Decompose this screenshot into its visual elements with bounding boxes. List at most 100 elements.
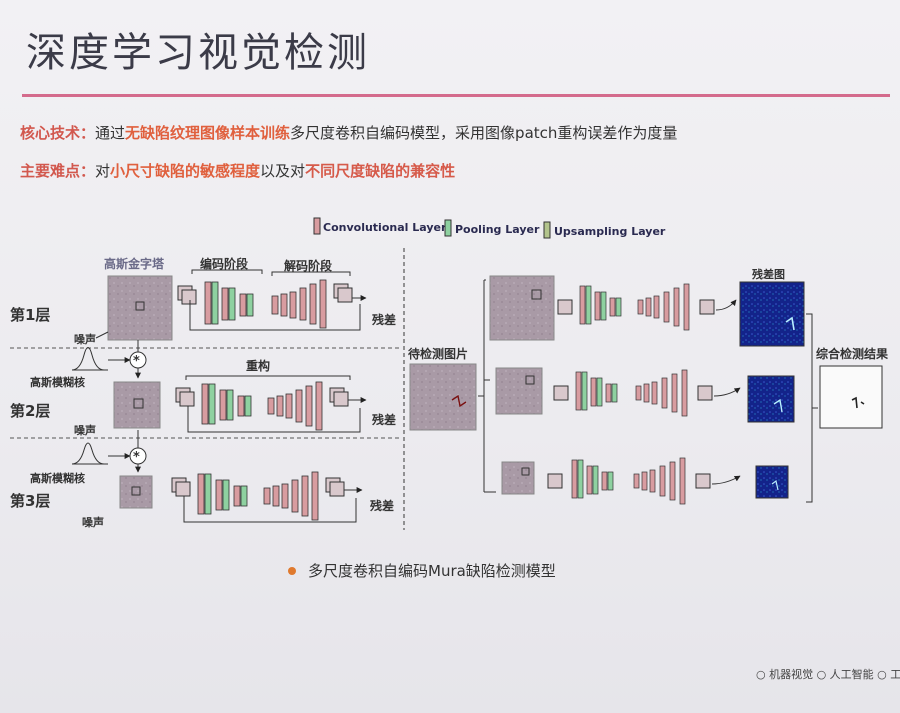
layer3-input-patch-2 <box>175 481 191 497</box>
legend-conv-label: Convolutional Layer <box>323 221 447 234</box>
layer2-image <box>113 381 161 429</box>
branch1-l5 <box>609 297 616 317</box>
model-diagram: Convolutional Layer Pooling Layer Upsamp… <box>10 217 888 530</box>
layer2-dconv-5 <box>305 385 313 427</box>
layer3-dconv-2 <box>272 485 280 507</box>
branch2-l1 <box>575 371 582 411</box>
caption-bullet-icon <box>288 566 296 575</box>
layer3-decoder <box>263 471 319 521</box>
branch3-l8 <box>641 471 648 491</box>
layer1-noise-label: 噪声 <box>74 332 96 346</box>
legend-pool-swatch <box>444 219 452 237</box>
branch3-in-patch <box>547 473 563 489</box>
branch1-l11 <box>673 287 680 327</box>
branch2-patch <box>525 375 535 385</box>
branch3-l6 <box>607 471 614 491</box>
layer2-dconv-2 <box>276 395 284 417</box>
branch3-l11 <box>669 461 676 501</box>
layer1-pool-1 <box>211 281 219 325</box>
layer1-dconv-4 <box>299 287 307 321</box>
difficulty-label: 主要难点： <box>20 162 96 180</box>
branch2-l10 <box>661 377 668 409</box>
branch3-arrow <box>711 475 741 485</box>
branch1-arrow <box>715 299 737 311</box>
result-image <box>819 365 883 429</box>
layer3-conv-1 <box>197 473 205 515</box>
branch3-l4 <box>592 465 599 495</box>
encode-label: 编码阶段 <box>199 256 249 271</box>
branch2-l4 <box>596 377 603 407</box>
layer1-conv-3 <box>239 293 247 317</box>
layer2-input-patch-2 <box>179 391 195 407</box>
branch1-l1 <box>579 285 586 325</box>
branch2-arrow <box>713 387 741 397</box>
branch2-residual-image <box>747 375 795 423</box>
layer2-pool-3 <box>244 395 252 417</box>
layer2-dconv-4 <box>295 389 303 423</box>
branch1-out-patch <box>699 299 715 315</box>
legend-up-label: Upsampling Layer <box>554 225 666 238</box>
layer3-output-patch-2 <box>329 481 345 497</box>
layer3-dconv-3 <box>281 483 289 509</box>
branch2-network <box>575 369 688 417</box>
input-branch-lines <box>478 279 496 493</box>
branch2-l6 <box>611 383 618 403</box>
title-divider <box>22 94 890 97</box>
core-tech-line: 核心技术：通过无缺陷纹理图像样本训练多尺度卷积自编码模型，采用图像patch重构… <box>20 122 677 143</box>
branch2-l3 <box>590 377 597 407</box>
input-defect-mark <box>451 394 467 408</box>
layer3-pool-2 <box>222 479 230 511</box>
layer1-skip-line <box>189 300 361 331</box>
branch2-l9 <box>651 381 658 405</box>
layer2-skip-line <box>187 406 361 433</box>
branch2-in-patch <box>553 385 569 401</box>
branch2-l8 <box>643 383 650 403</box>
branch2-l2 <box>581 371 588 411</box>
branch1-residual-mark <box>785 316 795 331</box>
layer3-pool-1 <box>204 473 212 515</box>
decode-label: 解码阶段 <box>284 258 333 273</box>
layer2-noise-label: 噪声 <box>74 423 96 437</box>
result-label: 综合检测结果 <box>816 346 888 361</box>
branch2-l12 <box>681 369 688 417</box>
layer3-conv-3 <box>233 485 241 507</box>
branch1-l12 <box>683 283 690 331</box>
branch3-l10 <box>659 465 666 497</box>
reconstruct-bracket <box>185 375 351 380</box>
decode-bracket <box>271 271 351 276</box>
branch3-l2 <box>577 459 584 499</box>
branch2-out-patch <box>697 385 713 401</box>
reconstruct-label: 重构 <box>246 358 270 373</box>
core-tech-label: 核心技术： <box>20 124 96 142</box>
branch1-l7 <box>637 299 644 315</box>
branch3-network <box>571 457 686 505</box>
branch3-l12 <box>679 457 686 505</box>
layer2-conv-2 <box>219 389 227 421</box>
branch1-network <box>579 283 690 331</box>
branch3-residual-image <box>755 465 789 499</box>
layer1-decoder <box>271 279 327 329</box>
branch2-l5 <box>605 383 612 403</box>
legend-pool-label: Pooling Layer <box>455 223 540 236</box>
legend-up-swatch <box>543 221 551 239</box>
branch3-patch <box>521 467 530 476</box>
layer2-residual-label: 残差 <box>372 412 396 427</box>
branch3-l1 <box>571 459 578 499</box>
branch2-residual-mark <box>773 398 783 413</box>
legend-conv-swatch <box>313 217 321 235</box>
layer2-conv-3 <box>237 395 245 417</box>
input-image <box>409 363 477 431</box>
branch1-patch <box>531 289 542 300</box>
layer2-label: 第2层 <box>10 402 50 420</box>
layer2-patch <box>133 398 144 409</box>
branch1-l2 <box>585 285 592 325</box>
footer-tags: ○ 机器视觉 ○ 人工智能 ○ 工业 <box>756 668 900 681</box>
input-image-label: 待检测图片 <box>408 346 468 361</box>
layer3-patch <box>131 486 141 496</box>
difficulty-pre: 对 <box>95 162 111 180</box>
layer2-convolve-star: * <box>133 354 140 369</box>
branch1-l8 <box>645 297 652 317</box>
caption-text: 多尺度卷积自编码Mura缺陷检测模型 <box>308 562 556 580</box>
layer3-pool-3 <box>240 485 248 507</box>
core-tech-highlight: 无缺陷纹理图像样本训练 <box>125 124 291 142</box>
